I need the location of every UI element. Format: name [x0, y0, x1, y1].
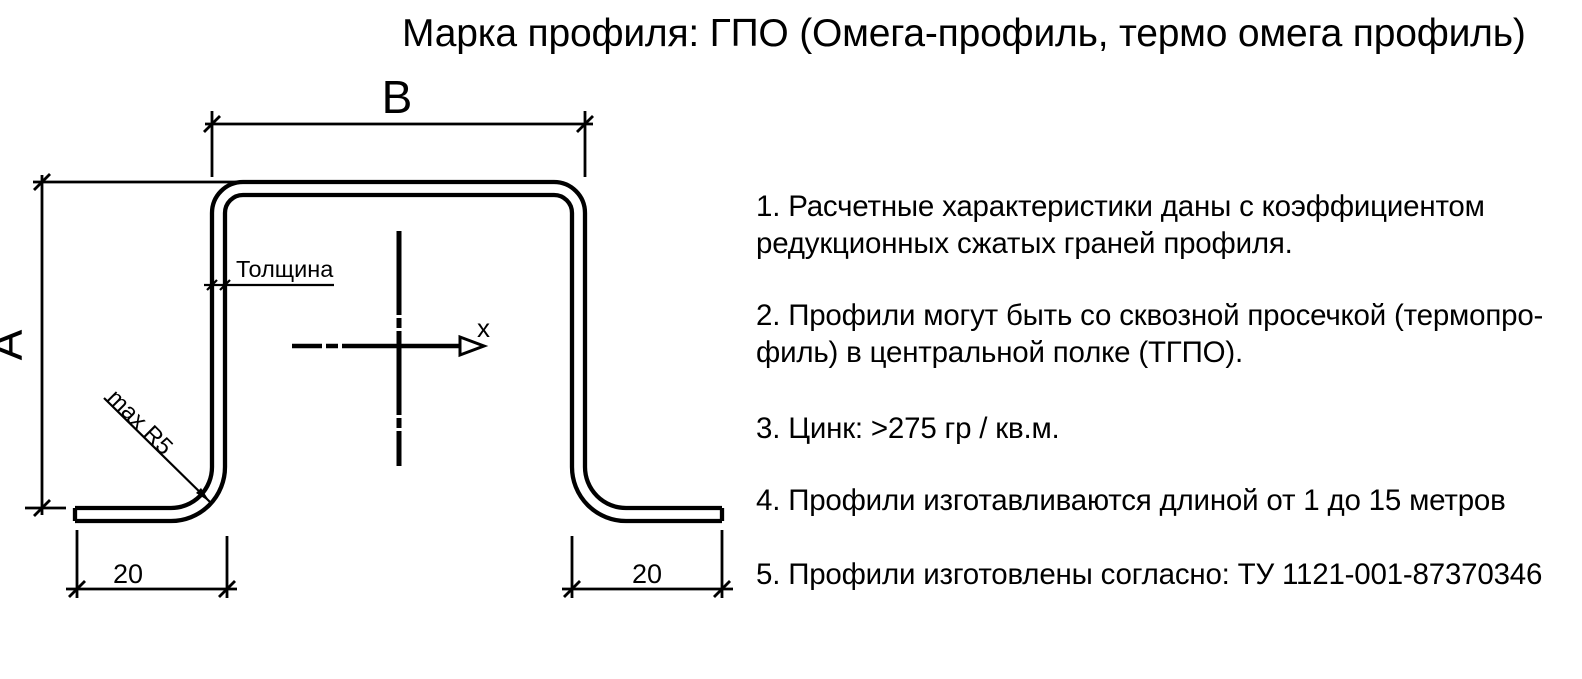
note-3: 3. Цинк: >275 гр / кв.м. [756, 410, 1060, 447]
flange-left-tick-b [218, 580, 236, 598]
dimension-a: A [0, 173, 242, 517]
note-line: филь) в центральной полке (ТГПО). [756, 336, 1243, 369]
note-line: редукционных сжатых граней профиля. [756, 227, 1293, 260]
thickness-callout: Толщина [204, 256, 334, 291]
page-title: Марка профиля: ГПО (Омега-профиль, термо… [402, 12, 1526, 55]
flange-left-tick-a [68, 580, 86, 598]
note-5: 5. Профили изготовлены согласно: ТУ 1121… [756, 556, 1542, 593]
x-axis-label: x [477, 313, 490, 343]
thickness-tick-inner [219, 279, 231, 291]
radius-leader-line [103, 397, 211, 503]
dimension-b-tick-left [203, 115, 221, 133]
dimension-b-tick-right [576, 115, 594, 133]
dimension-b-label: B [382, 71, 413, 123]
dimension-flange-right: 20 [562, 530, 733, 598]
note-line: 2. Профили могут быть со сквозной просеч… [756, 299, 1544, 332]
thickness-tick-outer [206, 279, 218, 291]
note-1: 1. Расчетные характеристики даны с коэфф… [756, 188, 1485, 262]
dimension-b: B [203, 71, 594, 177]
flange-right-tick-a [563, 580, 581, 598]
profile-outer-surface [75, 179, 722, 511]
note-line: 3. Цинк: >275 гр / кв.м. [756, 412, 1060, 445]
thickness-label: Толщина [236, 256, 334, 282]
dimension-a-tick-bottom [33, 499, 51, 517]
centroid-axes: x [292, 231, 490, 466]
note-line: 5. Профили изготовлены согласно: ТУ 1121… [756, 558, 1543, 591]
dimension-a-tick-top [33, 173, 51, 191]
profile-inner-surface [75, 192, 722, 524]
note-4: 4. Профили изготавливаются длиной от 1 д… [756, 482, 1506, 519]
x-axis-arrowhead [458, 334, 489, 358]
radius-label: max R5 [102, 384, 178, 460]
note-2: 2. Профили могут быть со сквозной просеч… [756, 297, 1543, 371]
profile-drawing: B A Толщина max R5 [0, 71, 733, 598]
dimension-a-label: A [0, 329, 32, 360]
radius-leader-arrowhead [196, 488, 210, 502]
note-line: 1. Расчетные характеристики даны с коэфф… [756, 190, 1485, 223]
flange-left-value: 20 [113, 559, 143, 589]
radius-callout: max R5 [102, 384, 211, 503]
flange-right-tick-b [713, 580, 731, 598]
flange-right-value: 20 [632, 559, 662, 589]
dimension-flange-left: 20 [66, 530, 237, 598]
note-line: 4. Профили изготавливаются длиной от 1 д… [756, 484, 1506, 517]
